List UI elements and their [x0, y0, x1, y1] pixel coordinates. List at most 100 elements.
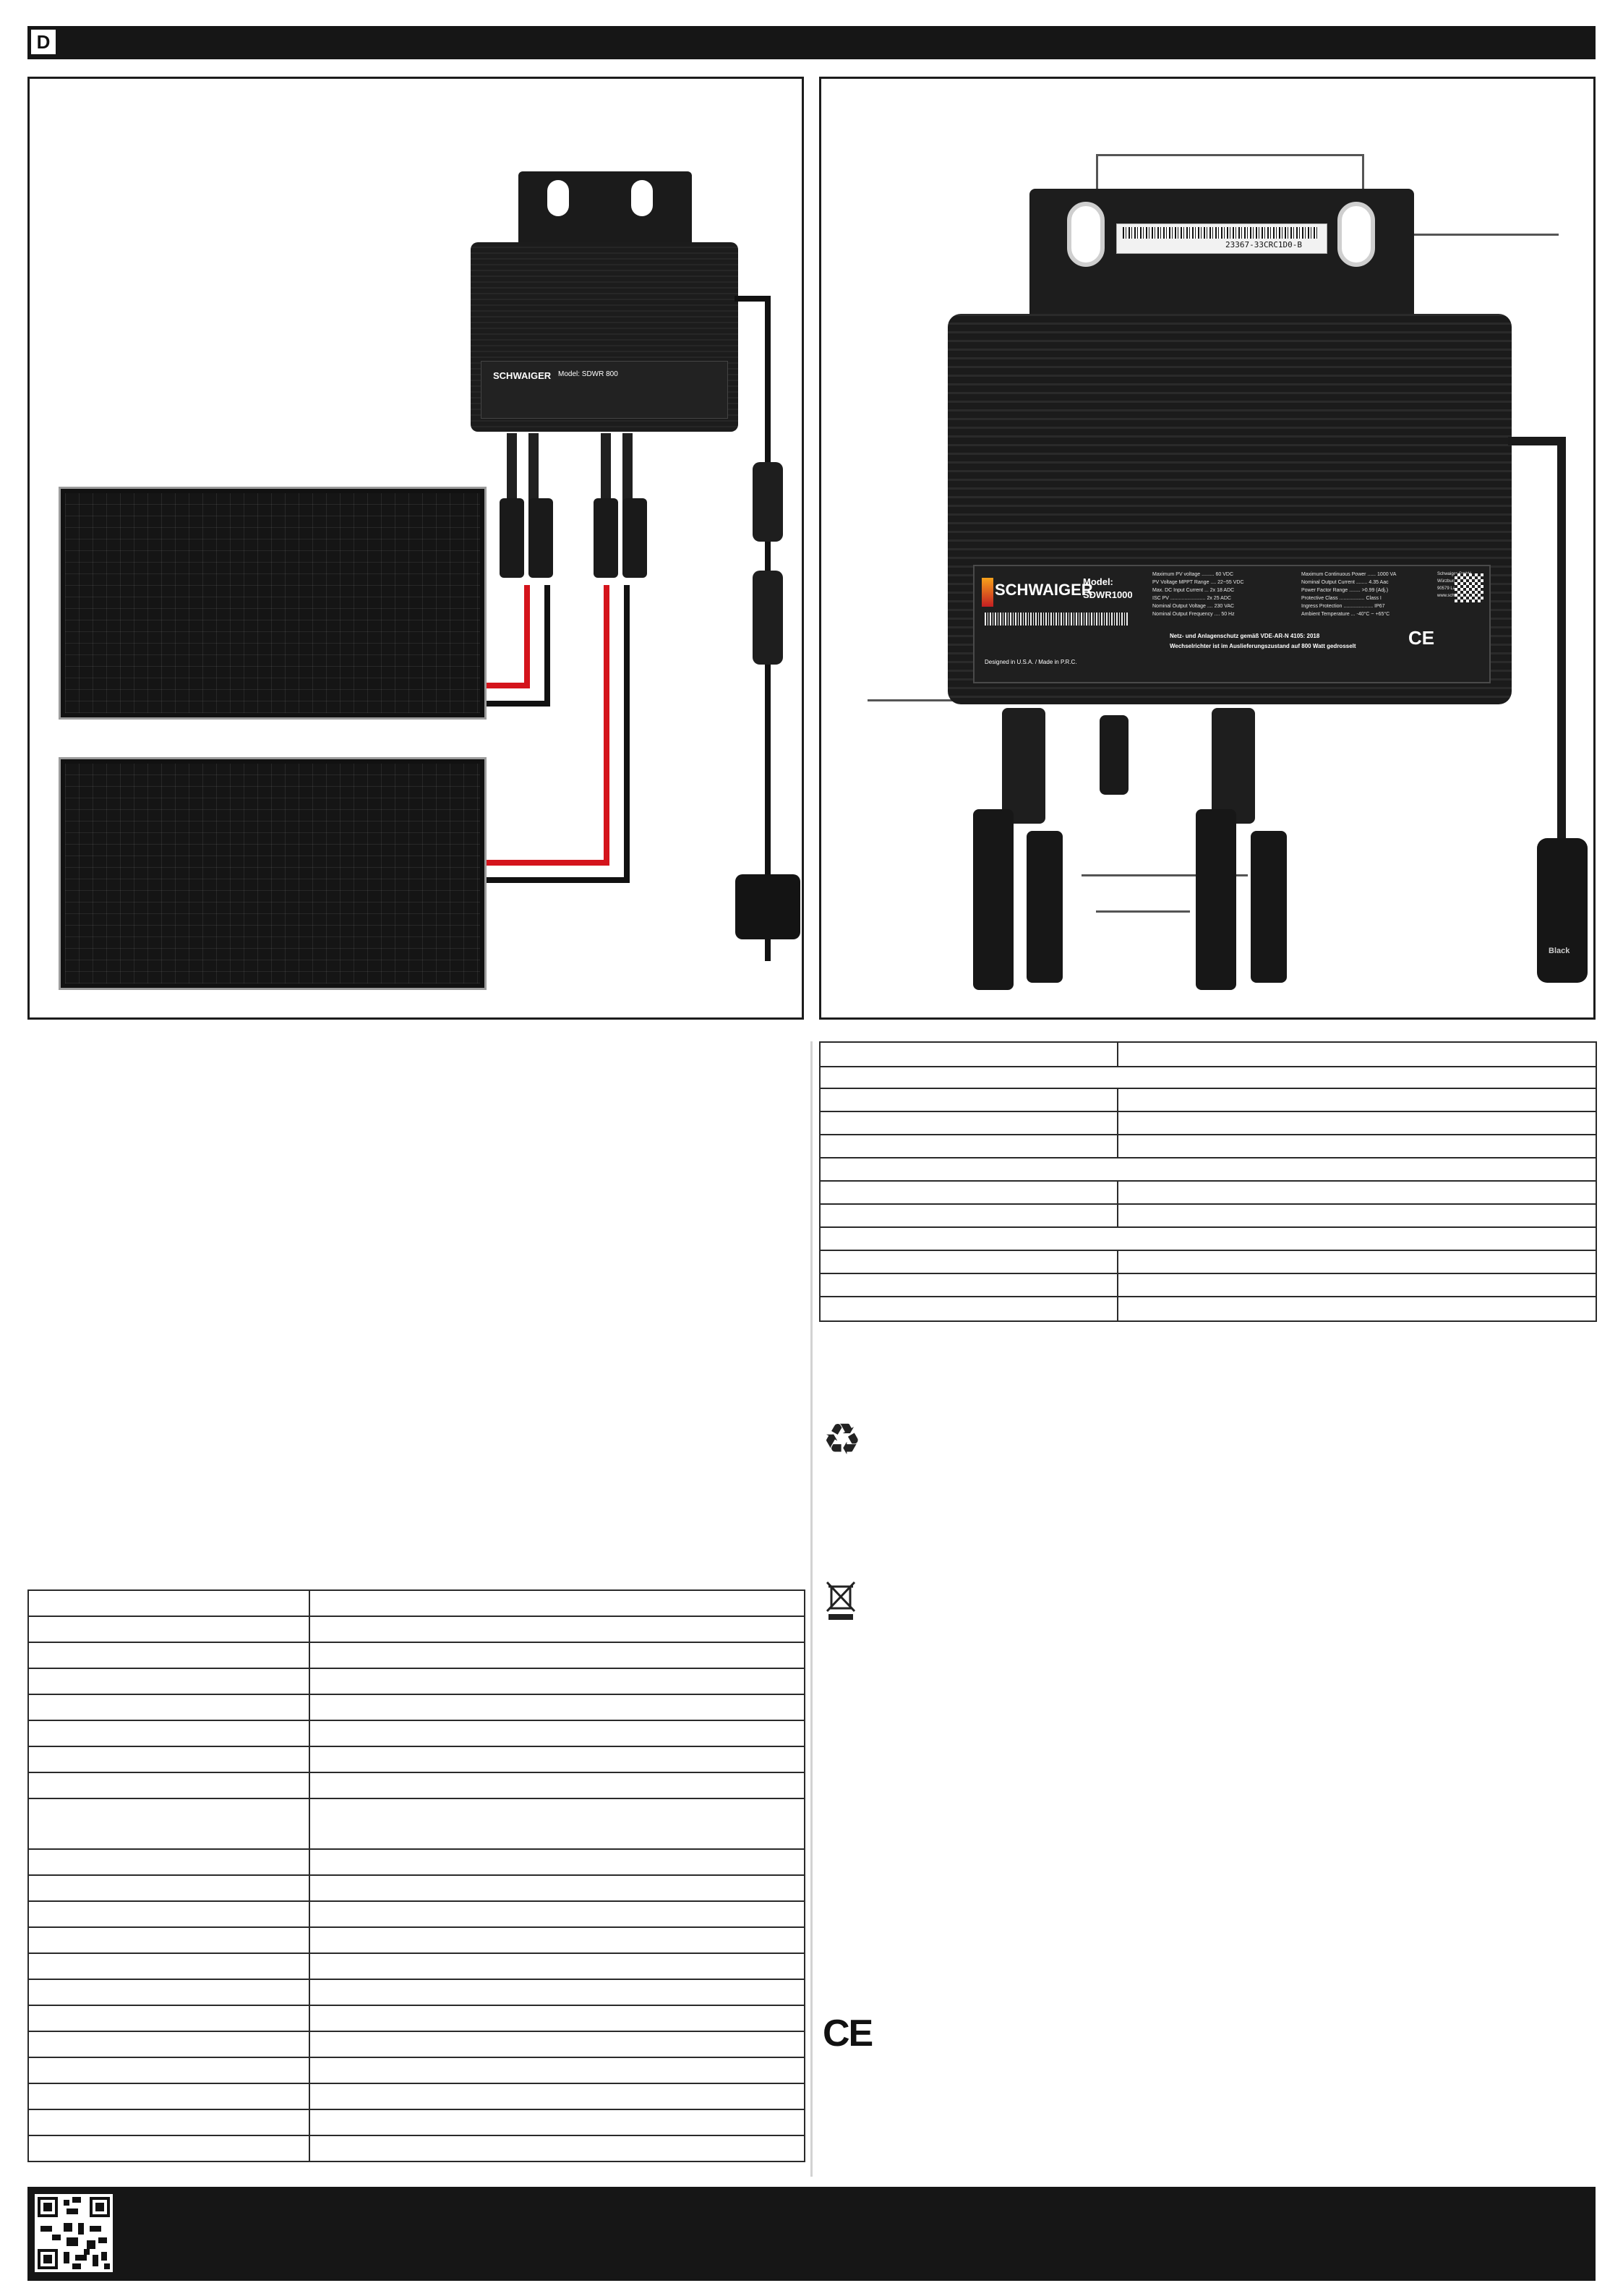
table-section-cell: [819, 1226, 1597, 1251]
table-cell: [27, 1900, 310, 1928]
cable-black-panel1-v: [544, 585, 550, 707]
spec-lines-right: Maximum Continuous Power ...... 1000 VA …: [1301, 571, 1446, 618]
table-cell: [1117, 1134, 1597, 1158]
table-cell: [27, 1616, 310, 1643]
language-code: D: [36, 30, 51, 53]
brand-logo-icon: [982, 578, 993, 607]
table-row: [819, 1273, 1597, 1297]
spec-line: Nominal Output Current ........ 4.35 Aac: [1301, 580, 1389, 585]
table-row: [27, 1953, 805, 1980]
spec-line: Ingress Protection .....................…: [1301, 604, 1385, 609]
table-cell: [1117, 1180, 1597, 1205]
mount-slot-left: [1067, 202, 1105, 267]
dc-connector-2: [1027, 831, 1063, 983]
ce-mark-on-label: CE: [1408, 627, 1435, 649]
cable-red-panel1-h: [487, 683, 530, 688]
table-row: [819, 1180, 1597, 1205]
table-cell: [309, 1772, 805, 1799]
table-cell: [1117, 1203, 1597, 1228]
table-row: [819, 1296, 1597, 1322]
table-cell: [819, 1180, 1118, 1205]
table-cell: [309, 1589, 805, 1617]
table-cell: [309, 1979, 805, 2006]
table-cell: [27, 2005, 310, 2032]
table-cell: [27, 1848, 310, 1876]
table-cell: [27, 1772, 310, 1799]
table-row: [27, 2135, 805, 2162]
table-cell: [1117, 1088, 1597, 1112]
label-model-title: Model:: [1083, 576, 1113, 587]
mc4-connector-d: [622, 498, 647, 578]
table-row: [27, 1589, 805, 1617]
qr-code-icon: [35, 2194, 113, 2272]
table-row: [27, 1746, 805, 1773]
norm-line: Netz- und Anlagenschutz gemäß VDE-AR-N 4…: [1170, 633, 1320, 639]
header-bar: [27, 26, 1596, 59]
table-row: [27, 2109, 805, 2136]
dc-cable-right: [1212, 708, 1255, 824]
inverter-model: Model: SDWR 800: [558, 370, 618, 378]
spec-line: PV Voltage MPPT Range .... 22~55 VDC: [1152, 580, 1244, 585]
table-cell: [309, 1694, 805, 1721]
mount-slot-right: [1337, 202, 1375, 267]
table-row: [27, 2031, 805, 2058]
table-cell: [309, 1642, 805, 1669]
table-cell: [27, 1668, 310, 1695]
table-cell: [309, 1900, 805, 1928]
label-qr-code-icon: [1455, 573, 1483, 602]
ac-cable: [735, 296, 771, 302]
table-row: [27, 1772, 805, 1799]
table-row: [27, 1798, 805, 1850]
spec-line: Maximum PV voltage ......... 60 VDC: [1152, 572, 1234, 577]
table-cell: [309, 2005, 805, 2032]
table-cell: [819, 1134, 1118, 1158]
table-cell: [309, 1953, 805, 1980]
table-row: [27, 1979, 805, 2006]
table-row: [819, 1134, 1597, 1158]
table-cell: [27, 2109, 310, 2136]
mc4-connector-c: [594, 498, 618, 578]
table-section-cell: [819, 1066, 1597, 1089]
spec-lines-left: Maximum PV voltage ......... 60 VDC PV V…: [1152, 571, 1297, 618]
dc-connector-4: [1251, 831, 1287, 983]
table-cell: [309, 2109, 805, 2136]
footer-bar: [27, 2187, 1596, 2281]
table-cell: [819, 1250, 1118, 1274]
table-cell: [309, 1746, 805, 1773]
table-row: [819, 1066, 1597, 1089]
table-row: [27, 2083, 805, 2110]
spec-line: Ambient Temperature ... -40°C ~ +65°C: [1301, 612, 1390, 617]
table-cell: [1117, 1250, 1597, 1274]
table-row: [819, 1203, 1597, 1228]
spec-line: Nominal Output Voltage .... 230 VAC: [1152, 604, 1235, 609]
table-cell: [309, 1616, 805, 1643]
table-row: [819, 1226, 1597, 1251]
cable-red-panel2-v: [604, 585, 609, 866]
dc-connector-1: [973, 809, 1014, 990]
callout-line-dc-minus: [1096, 910, 1190, 913]
table-cell: [1117, 1296, 1597, 1322]
table-cell: [309, 1720, 805, 1747]
table-cell: [27, 2135, 310, 2162]
cable-red-panel2-h: [487, 860, 609, 866]
table-row: [27, 1874, 805, 1902]
inverter-brand: SCHWAIGER: [493, 370, 552, 381]
table-row: [819, 1041, 1597, 1067]
table-row: [27, 1900, 805, 1928]
solar-panel-1: [59, 487, 487, 720]
weee-bin-icon: [826, 1581, 856, 1620]
mc4-connector-b: [528, 498, 553, 578]
inverter-label-plate: SCHWAIGER Model: SDWR1000 Maximum PV vol…: [973, 565, 1491, 683]
dc-connector-3: [1196, 809, 1236, 990]
mc4-connector-a: [500, 498, 524, 578]
column-divider: [810, 1041, 813, 2177]
ac-connector: Black: [1537, 838, 1588, 983]
figure-wiring-diagram: SCHWAIGER Model: SDWR 800: [27, 77, 804, 1020]
spec-line: Protective Class .................. Clas…: [1301, 596, 1382, 601]
label-barcode: [985, 613, 1129, 626]
table-cell: [309, 1874, 805, 1902]
mount-slot-left: [547, 180, 569, 216]
spec-line: ISC PV ......................... 2x 25 A…: [1152, 596, 1231, 601]
table-cell: [1117, 1111, 1597, 1135]
table-row: [27, 1694, 805, 1721]
